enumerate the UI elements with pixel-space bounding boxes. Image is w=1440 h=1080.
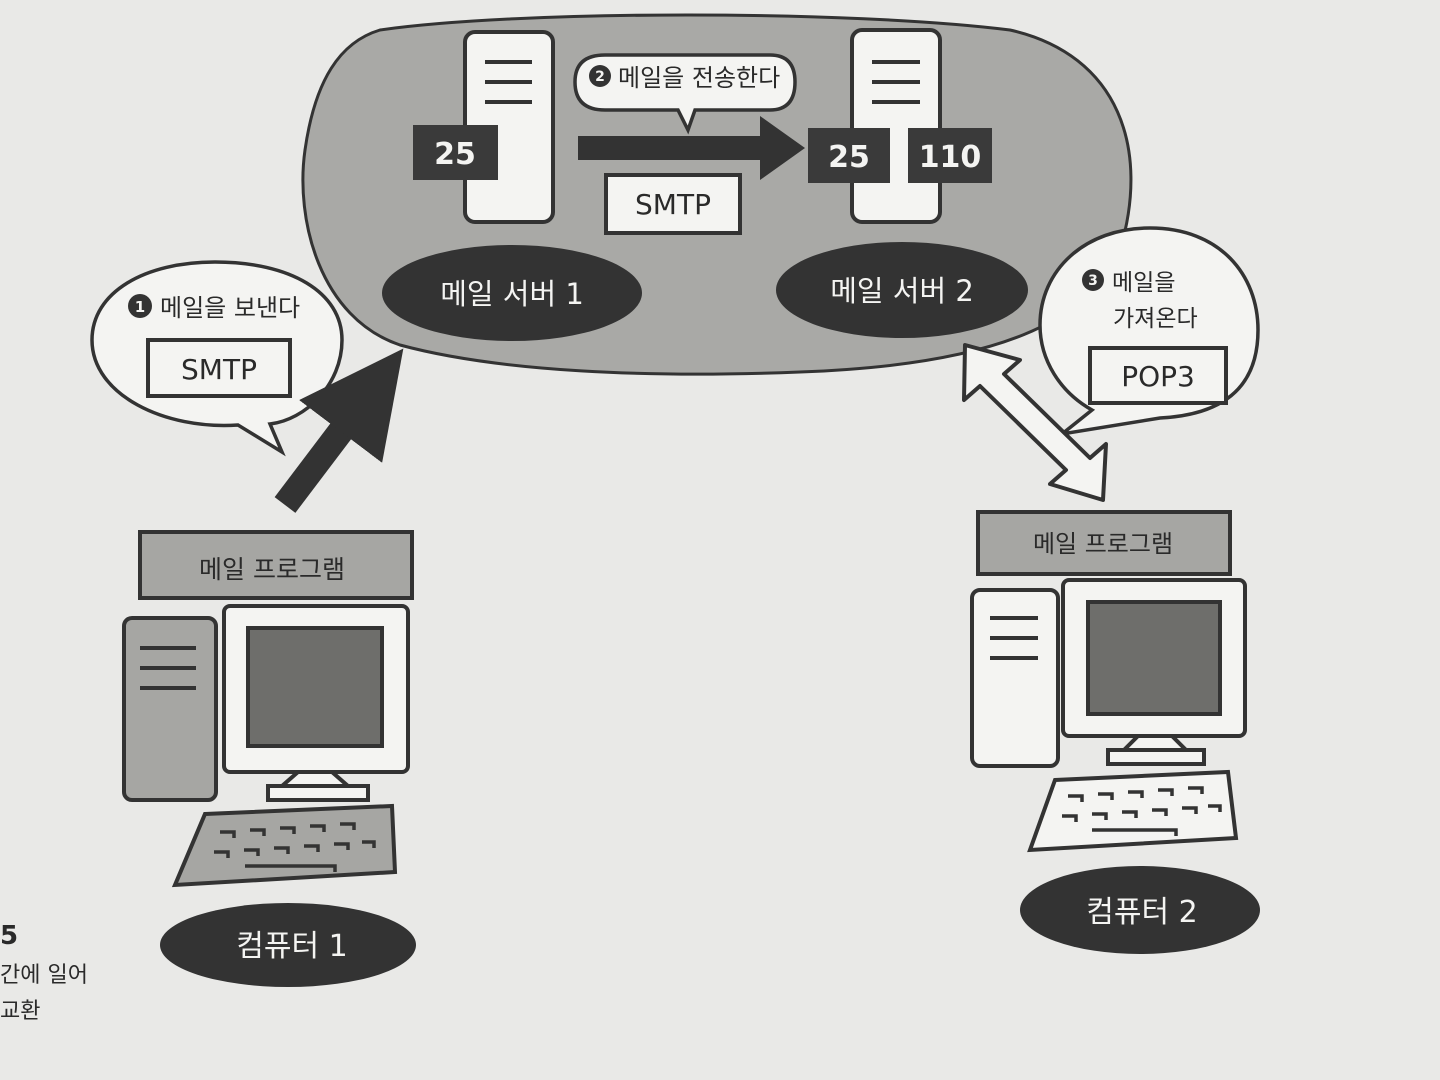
computer-2-program-label: 메일 프로그램 (1033, 530, 1173, 558)
figure-caption-line2: 교환 (0, 999, 41, 1024)
server-1-port-25 (413, 125, 498, 180)
computer-1-program-label: 메일 프로그램 (199, 555, 345, 584)
step-2-protocol: SMTP (635, 188, 711, 221)
computer-2-badge: 컴퓨터 2 (1020, 866, 1260, 954)
computer-2-label: 컴퓨터 2 (1086, 895, 1197, 930)
step-1-protocol: SMTP (181, 353, 257, 386)
server-2-tower (850, 28, 942, 224)
server-2-port-25 (808, 128, 890, 183)
computer-1-program-bar (138, 530, 414, 600)
step-1-text: 메일을 보낸다 (160, 294, 300, 322)
transfer-arrow (578, 116, 805, 180)
step-2-bubble: 2 메일을 전송한다 (573, 53, 797, 135)
step-1-protocol-box (146, 338, 292, 398)
fetch-double-arrow (962, 343, 1108, 502)
mail-server-2: 25 110 (808, 28, 992, 224)
figure-number: 5 (0, 921, 19, 951)
step-1-bubble: 1 메일을 보낸다 SMTP (90, 260, 344, 457)
server-2-port-110-label: 110 (919, 140, 982, 175)
computer-1-label: 컴퓨터 1 (236, 929, 347, 964)
computer-1-keyboard (171, 803, 398, 888)
step-2-number: 2 (595, 69, 605, 85)
computer-1: 메일 프로그램 (122, 530, 414, 888)
step-2-number-circle (589, 65, 611, 87)
step-3-number-circle (1082, 269, 1104, 291)
step-3-protocol: POP3 (1121, 360, 1195, 393)
server-1-label: 메일 서버 1 (440, 277, 584, 311)
figure-caption-line1: 간에 일어 (0, 963, 88, 988)
server-1-badge: 메일 서버 1 (382, 245, 642, 341)
server-2-port-25-label: 25 (828, 140, 870, 175)
computer-2-screen (1086, 600, 1222, 716)
server-1-port-25-label: 25 (434, 137, 476, 172)
server-2-port-110 (908, 128, 992, 183)
step-1-number: 1 (135, 298, 145, 316)
computer-1-screen (246, 626, 384, 748)
step-3-number: 3 (1088, 273, 1098, 289)
step-2-text: 메일을 전송한다 (618, 64, 780, 92)
step-2-protocol-box: SMTP (604, 173, 742, 235)
computer-2: 메일 프로그램 (970, 510, 1247, 853)
computer-2-tower (970, 588, 1060, 768)
mail-server-1: 25 (413, 30, 555, 224)
computer-1-tower (122, 616, 218, 802)
server-2-badge: 메일 서버 2 (776, 242, 1028, 338)
step-3-bubble: 3 메일을 가져온다 POP3 (1038, 226, 1260, 437)
computer-2-program-bar (976, 510, 1232, 576)
step-1-number-circle (128, 294, 152, 318)
send-arrow (274, 348, 404, 513)
step-3-protocol-box (1088, 346, 1228, 405)
computer-1-badge: 컴퓨터 1 (160, 903, 416, 987)
step-3-text-line1: 메일을 (1112, 270, 1175, 296)
server-2-label: 메일 서버 2 (830, 274, 974, 308)
step-3-text-line2: 가져온다 (1113, 306, 1198, 332)
